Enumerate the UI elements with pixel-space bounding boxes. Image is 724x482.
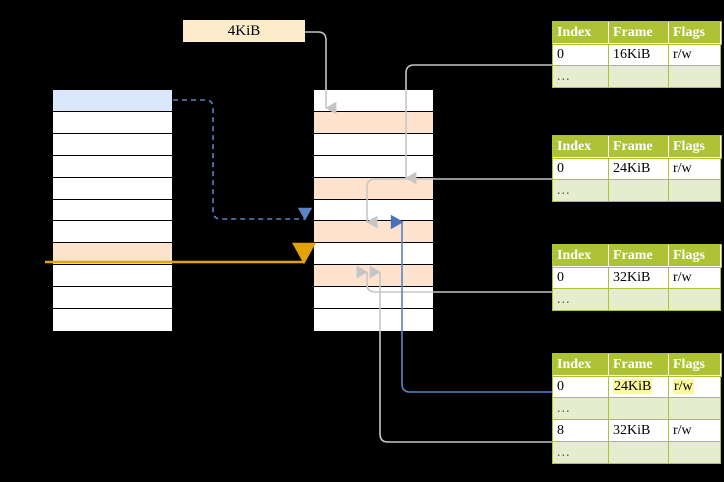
flags-cell (668, 179, 721, 202)
virtual-page-row (53, 199, 172, 222)
frame-cell: 32KiB (608, 266, 669, 289)
column-header-index: Index (552, 353, 609, 376)
virtual-page-row (53, 133, 172, 156)
column-header-frame: Frame (608, 135, 669, 158)
virtual-page-row (53, 309, 172, 331)
index-cell: 0 (552, 266, 609, 289)
column-header-index: Index (552, 135, 609, 158)
index-cell: ... (552, 65, 609, 88)
column-header-flags: Flags (668, 135, 721, 158)
flags-cell: r/w (668, 43, 721, 66)
virtual-page-row (53, 111, 172, 134)
virtual-page-row (53, 155, 172, 178)
flags-cell: r/w (668, 375, 721, 398)
virtual-page-row (53, 177, 172, 200)
connector-virtual-page-to-frame (173, 99, 313, 221)
column-header-flags: Flags (668, 353, 721, 376)
flags-cell (668, 441, 721, 464)
virtual-page-row (53, 287, 172, 310)
highlighted-value: 24KiB (613, 378, 653, 394)
virtual-address-space-column (52, 89, 173, 331)
physical-frame-row (314, 287, 433, 310)
physical-frame-row (314, 265, 433, 288)
frame-cell (608, 397, 669, 420)
index-cell: 0 (552, 375, 609, 398)
physical-frame-row (314, 309, 433, 331)
flags-cell: r/w (668, 157, 721, 180)
physical-frame-row (314, 177, 433, 200)
index-cell: ... (552, 288, 609, 311)
column-header-index: Index (552, 21, 609, 44)
flags-cell: r/w (668, 266, 721, 289)
index-cell: 8 (552, 419, 609, 442)
table-row: ... (552, 288, 721, 311)
column-header-frame: Frame (608, 21, 669, 44)
frame-cell (608, 288, 669, 311)
table-row: ... (552, 65, 721, 88)
column-header-frame: Frame (608, 244, 669, 267)
physical-frame-row (314, 221, 433, 244)
page-size-label: 4KiB (183, 20, 305, 42)
frame-cell: 24KiB (608, 375, 669, 398)
index-cell: 0 (552, 157, 609, 180)
physical-frame-row (314, 243, 433, 266)
frame-cell: 24KiB (608, 157, 669, 180)
physical-frame-row (314, 90, 433, 112)
index-cell: ... (552, 397, 609, 420)
column-header-flags: Flags (668, 21, 721, 44)
physical-memory-column (313, 89, 434, 331)
column-header-flags: Flags (668, 244, 721, 267)
index-cell: ... (552, 441, 609, 464)
physical-frame-row (314, 155, 433, 178)
virtual-page-row (53, 243, 172, 266)
column-header-index: Index (552, 244, 609, 267)
virtual-page-row (53, 90, 172, 112)
frame-cell (608, 179, 669, 202)
flags-cell: r/w (668, 419, 721, 442)
highlighted-value: r/w (673, 378, 694, 394)
physical-frame-row (314, 111, 433, 134)
virtual-page-row (53, 265, 172, 288)
physical-frame-row (314, 133, 433, 156)
frame-cell (608, 441, 669, 464)
table-row: ... (552, 441, 721, 464)
table-row: ... (552, 397, 721, 420)
index-cell: ... (552, 179, 609, 202)
frame-cell (608, 65, 669, 88)
frame-cell: 32KiB (608, 419, 669, 442)
flags-cell (668, 288, 721, 311)
flags-cell (668, 65, 721, 88)
flags-cell (668, 397, 721, 420)
physical-frame-row (314, 199, 433, 222)
frame-cell: 16KiB (608, 43, 669, 66)
column-header-frame: Frame (608, 353, 669, 376)
virtual-page-row (53, 221, 172, 244)
index-cell: 0 (552, 43, 609, 66)
table-row: ... (552, 179, 721, 202)
